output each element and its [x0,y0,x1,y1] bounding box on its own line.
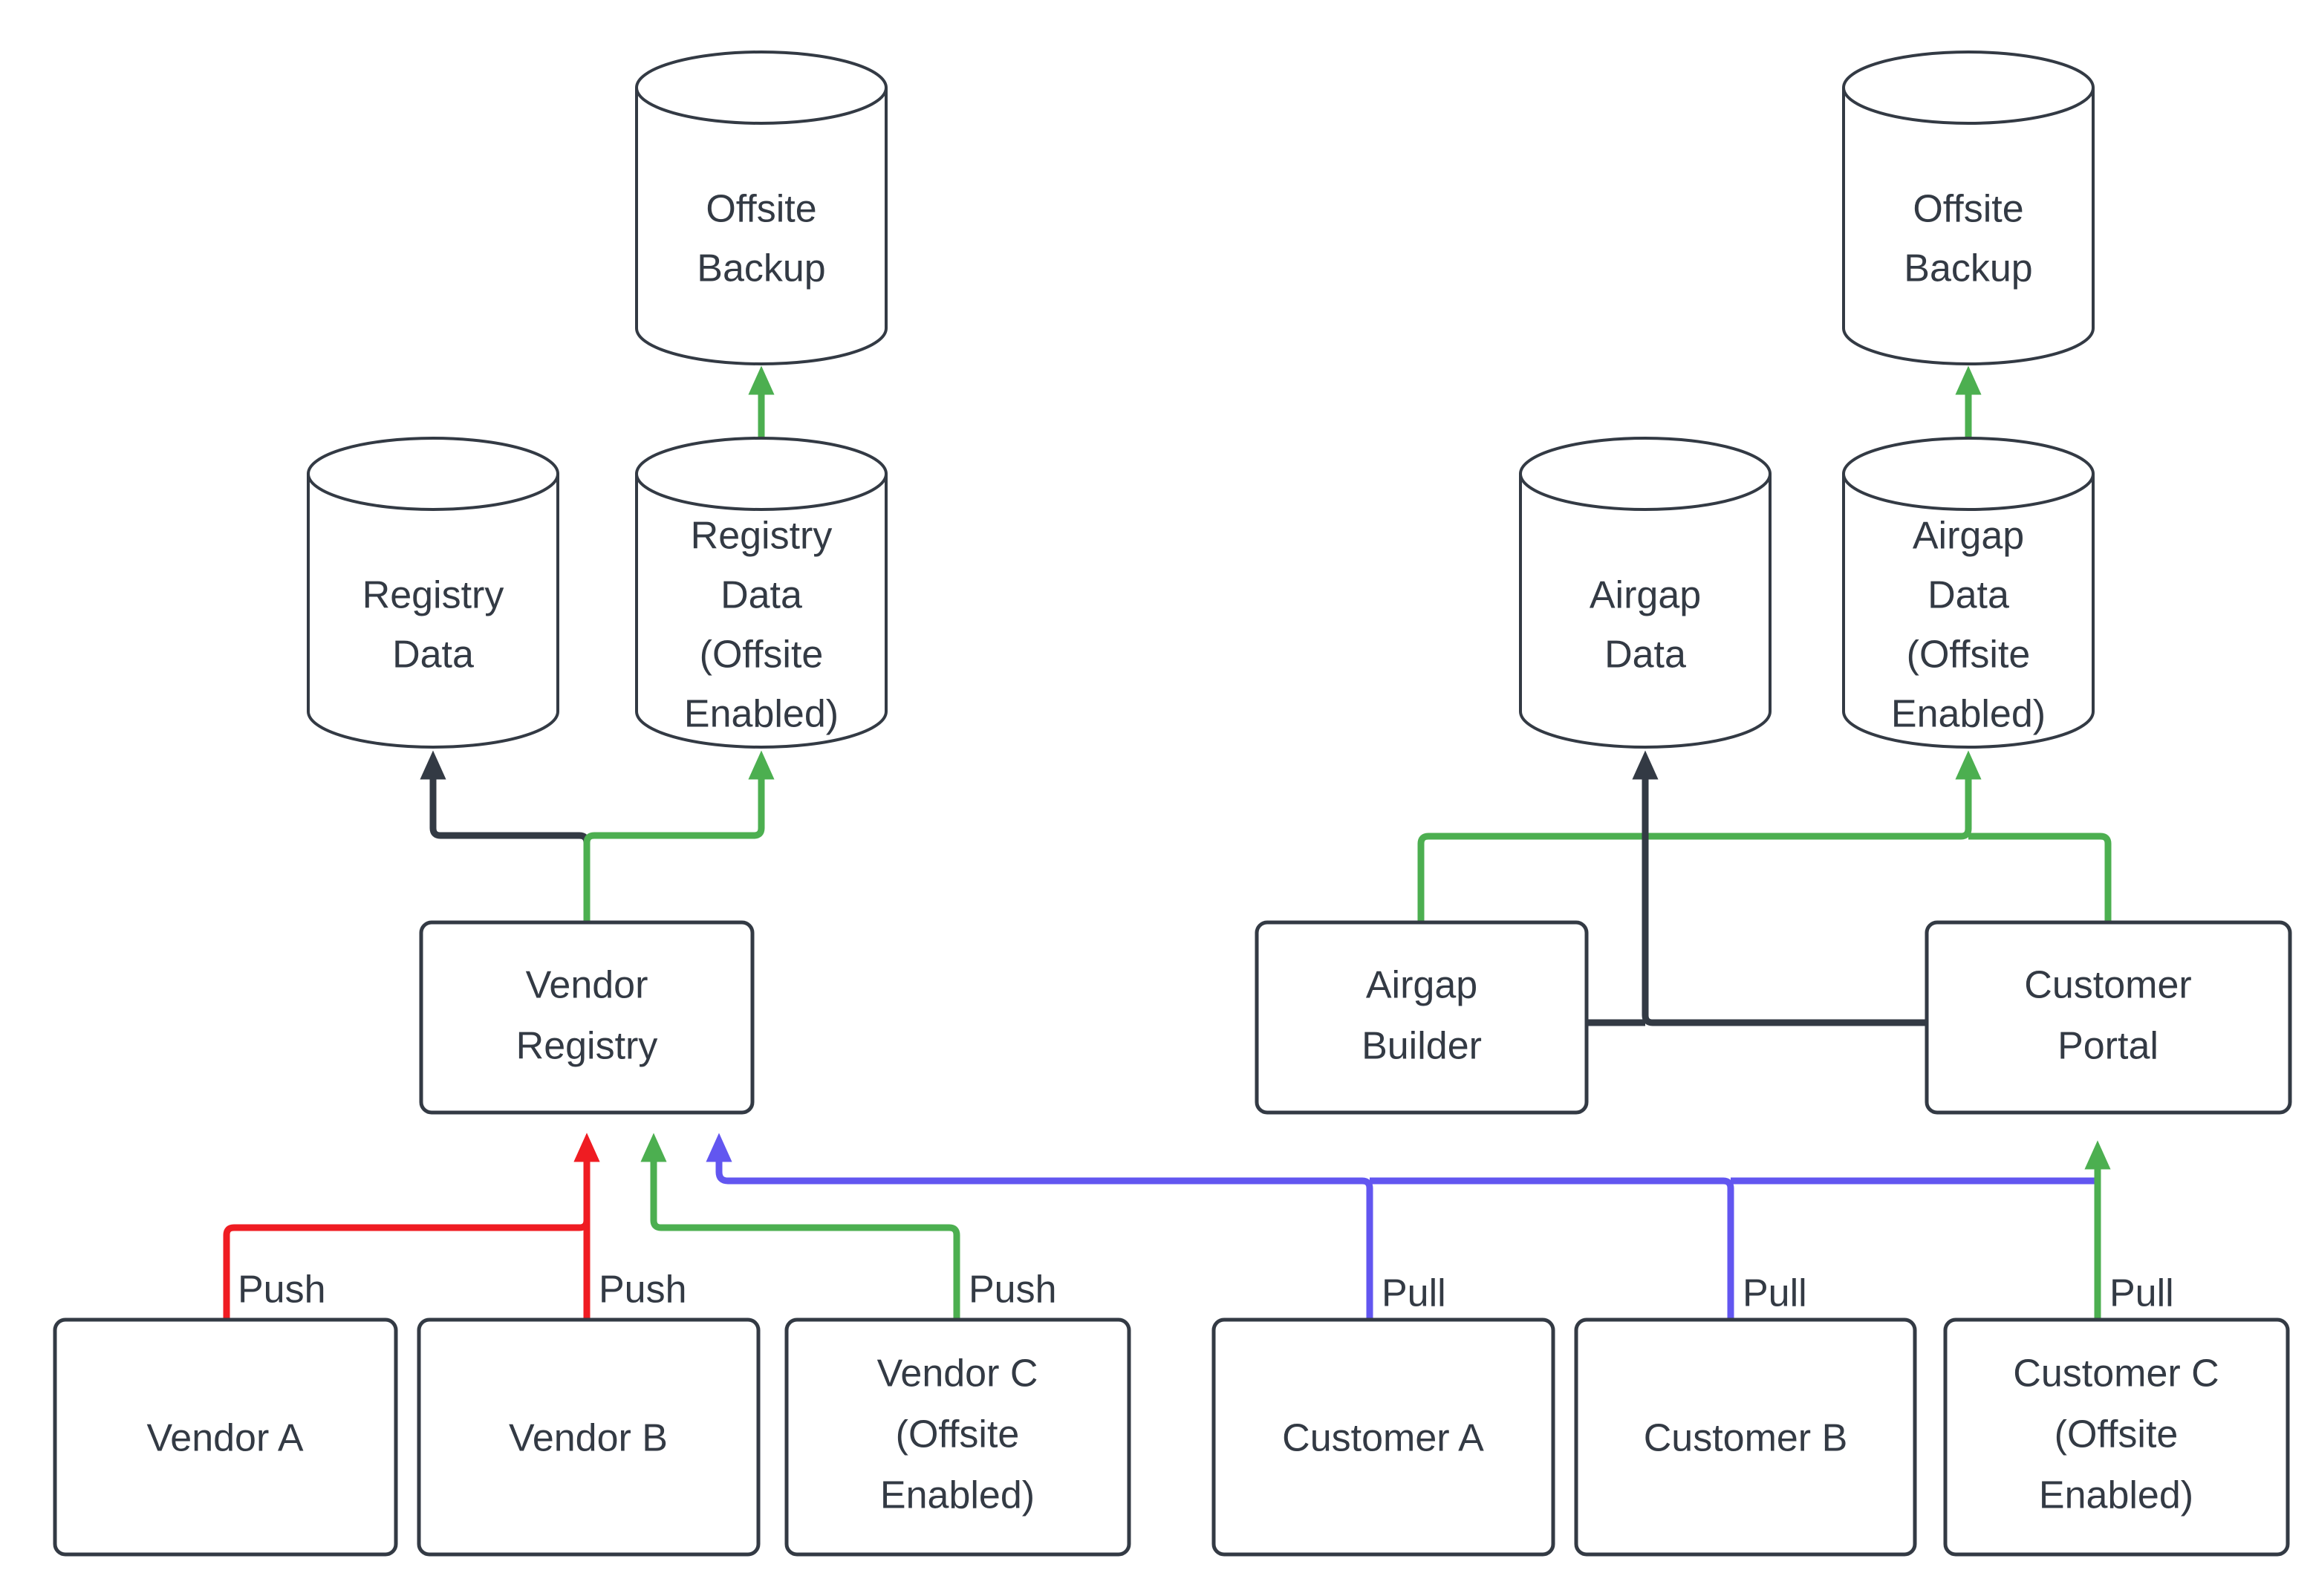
node-label: (Offsite [896,1413,1020,1456]
node-offsite-backup-right[interactable]: Offsite Backup [1841,51,2095,365]
node-customer-a[interactable]: Customer A [1211,1317,1555,1557]
node-label: Builder [1362,1025,1482,1068]
edge-label-push-2: Push [599,1268,687,1312]
edge-portal-to-airgap-data-offsite [1968,833,2112,921]
node-label: Enabled) [2039,1474,2193,1517]
node-label: Registry [516,1025,658,1068]
node-label: Airgap [1366,964,1477,1007]
edge-builder-to-airgap-data-offsite [1417,750,1982,921]
edge-vendor-c-push [640,1133,960,1318]
node-label: Data [1928,574,2009,617]
node-label: Portal [2057,1025,2159,1068]
edge-label-push-1: Push [238,1268,326,1312]
node-vendor-b[interactable]: Vendor B [417,1317,761,1557]
node-label: Customer [2024,964,2191,1007]
node-label: Enabled) [684,693,839,736]
node-label: Offsite [706,188,816,231]
edge-customer-a-pull [706,1133,1373,1318]
edge-label-pull-2: Pull [1743,1272,1807,1315]
node-label: (Offsite [700,633,824,677]
edge-registry-to-registry-data [420,750,591,921]
node-vendor-a[interactable]: Vendor A [53,1317,398,1557]
node-customer-c[interactable]: Customer C (Offsite Enabled) [1943,1317,2290,1557]
node-airgap-builder[interactable]: Airgap Builder [1255,920,1589,1115]
node-label: Customer B [1644,1417,1848,1460]
node-label: Enabled) [1891,693,2046,736]
node-label: Offsite [1913,188,2023,231]
node-vendor-c[interactable]: Vendor C (Offsite Enabled) [784,1317,1131,1557]
node-label: Registry [362,574,504,617]
node-label: Data [1604,633,1686,677]
node-label: Data [720,574,802,617]
node-label: Airgap [1590,574,1701,617]
node-registry-data[interactable]: Registry Data [306,437,559,749]
edge-label-pull-1: Pull [1382,1272,1446,1315]
node-label: (Offsite [2055,1413,2179,1456]
node-label: Customer A [1282,1417,1484,1460]
node-airgap-data[interactable]: Airgap Data [1518,437,1772,749]
node-label: Vendor A [146,1417,303,1460]
node-label: (Offsite [1907,633,2031,677]
node-registry-data-offsite[interactable]: Registry Data (Offsite Enabled) [634,437,888,749]
node-label: Vendor C [877,1352,1038,1395]
node-label: Registry [691,515,833,558]
node-offsite-backup-left[interactable]: Offsite Backup [634,51,888,365]
node-label: Enabled) [880,1474,1035,1517]
node-airgap-data-offsite[interactable]: Airgap Data (Offsite Enabled) [1841,437,2095,749]
node-label: Backup [1904,247,2032,290]
node-label: Customer C [2013,1352,2219,1395]
node-label: Data [392,633,474,677]
node-vendor-registry[interactable]: Vendor Registry [419,920,755,1115]
edge-portal-to-airgap-data [1632,750,1925,1026]
edge-registry-to-registry-data-offsite [583,750,775,921]
edge-label-push-3: Push [969,1268,1057,1312]
edge-customer-b-pull [1370,1177,1734,1318]
node-customer-portal[interactable]: Customer Portal [1925,920,2292,1115]
node-label: Vendor B [509,1417,668,1460]
node-label: Vendor [526,964,648,1007]
node-label: Airgap [1913,515,2024,558]
node-label: Backup [697,247,825,290]
edge-label-pull-3: Pull [2109,1272,2174,1315]
node-customer-b[interactable]: Customer B [1574,1317,1917,1557]
